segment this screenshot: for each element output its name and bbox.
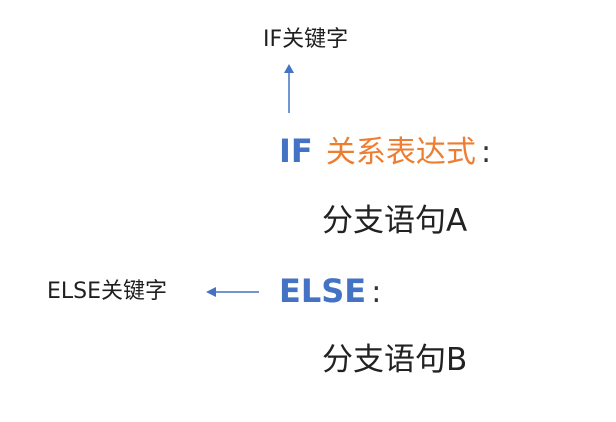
if-statement-line: IF 关系表达式 : [279,132,491,172]
arrow-up-icon [281,64,297,114]
if-keyword: IF [279,132,313,170]
branch-statement-b: 分支语句B [322,342,468,378]
if-keyword-annotation: IF关键字 [263,27,349,52]
else-colon: : [371,275,382,310]
branch-statement-a: 分支语句A [322,203,468,239]
else-keyword: ELSE [279,272,367,310]
arrow-left-icon [206,284,260,300]
relational-expression: 关系表达式 [325,135,476,170]
else-keyword-annotation: ELSE关键字 [47,279,168,304]
if-colon: : [480,135,492,170]
else-statement-line: ELSE : [279,272,381,312]
